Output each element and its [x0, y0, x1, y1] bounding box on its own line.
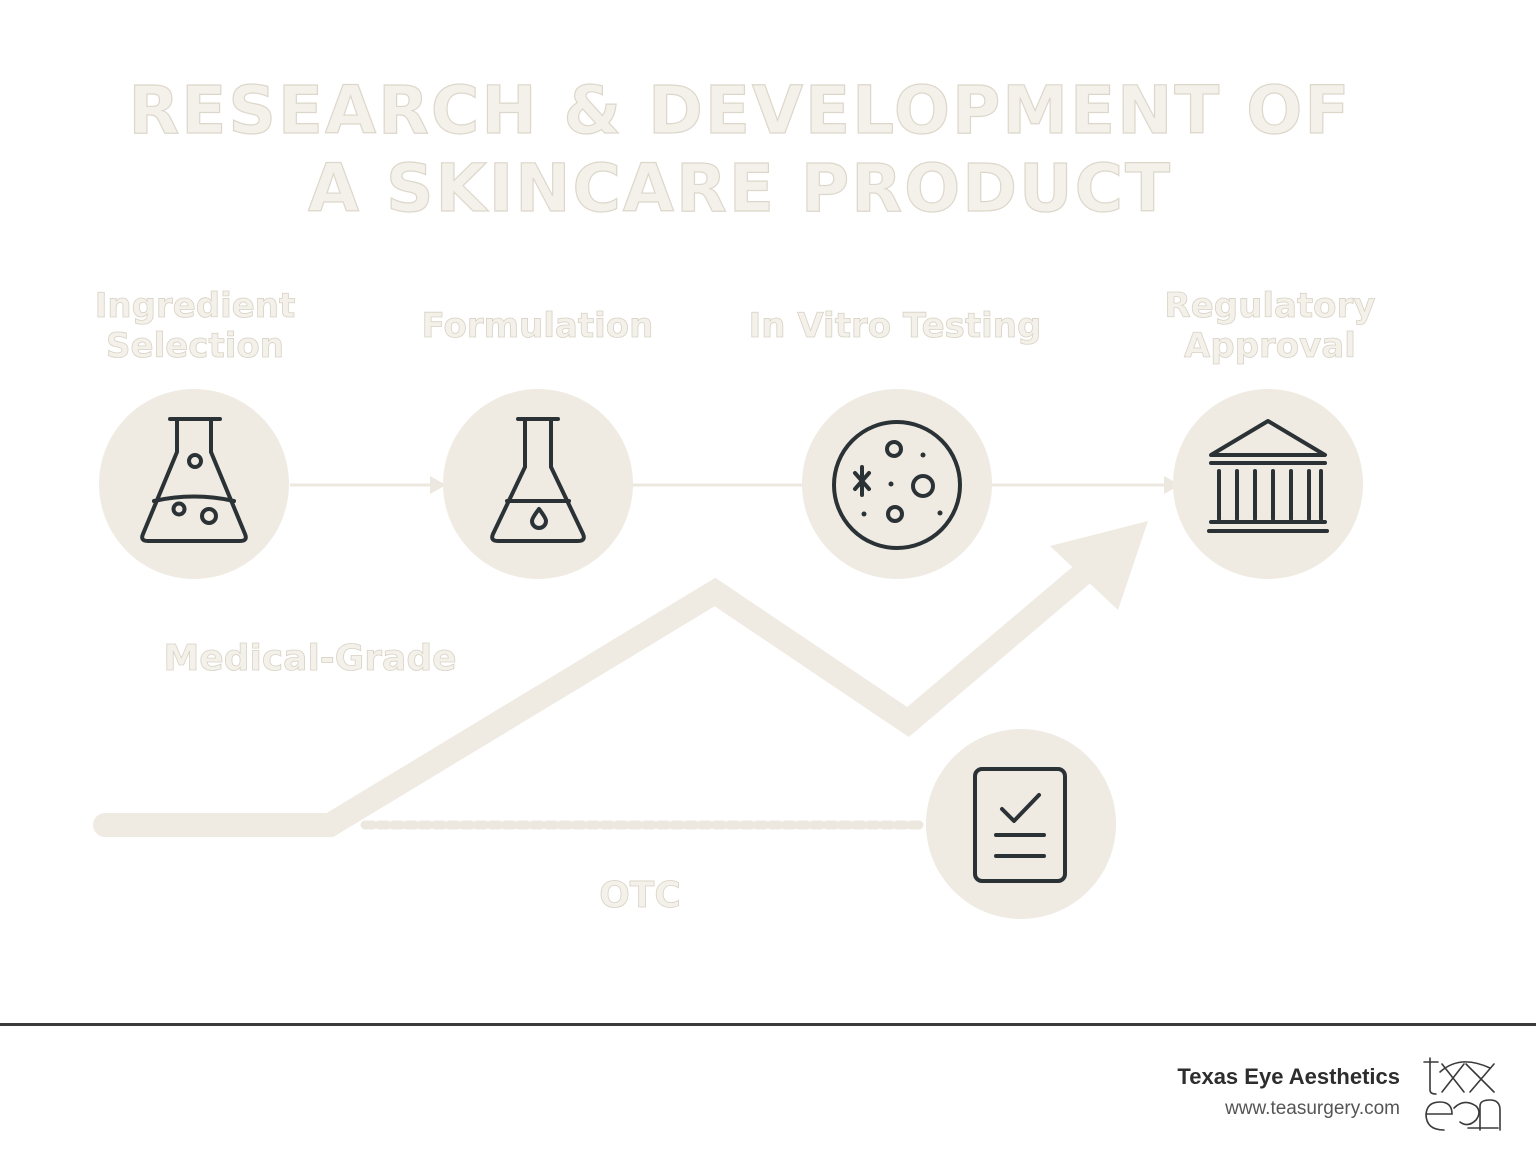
checklist-document-icon — [973, 767, 1067, 883]
step-label-regulatory-approval: Regulatory Approval — [1164, 286, 1376, 367]
flask-with-drop-icon — [490, 417, 586, 543]
otc-approval-circle — [926, 729, 1116, 919]
step-circle-ingredient-selection — [99, 389, 289, 579]
government-building-icon — [1207, 419, 1329, 533]
title-line-1: RESEARCH & DEVELOPMENT OF — [128, 71, 1352, 149]
otc-label: OTC — [599, 875, 681, 917]
trend-arrowhead — [1050, 521, 1148, 610]
diagram-title: RESEARCH & DEVELOPMENT OF A SKINCARE PRO… — [0, 71, 1480, 228]
texas-eye-aesthetics-logo — [1423, 1057, 1501, 1131]
connector-arrowhead-3 — [1164, 476, 1180, 494]
step-label-ingredient-selection: Ingredient Selection — [94, 286, 296, 367]
step-label-in-vitro-testing: In Vitro Testing — [748, 306, 1042, 347]
brand-name: Texas Eye Aesthetics — [1177, 1064, 1400, 1089]
flask-with-bubbles-icon — [140, 417, 248, 543]
trend-line — [93, 554, 1104, 837]
footer-divider — [0, 1023, 1536, 1026]
connector-arrowhead-1 — [430, 476, 446, 494]
diagram-connectors — [93, 476, 1180, 837]
step-circle-in-vitro-testing — [802, 389, 992, 579]
step-circle-regulatory-approval — [1173, 389, 1363, 579]
step-label-formulation: Formulation — [421, 306, 654, 347]
petri-dish-icon — [832, 420, 962, 550]
brand-url: www.teasurgery.com — [1225, 1098, 1400, 1119]
step-circle-formulation — [443, 389, 633, 579]
title-line-2: A SKINCARE PRODUCT — [307, 149, 1173, 227]
medical-grade-label: Medical-Grade — [163, 638, 457, 680]
